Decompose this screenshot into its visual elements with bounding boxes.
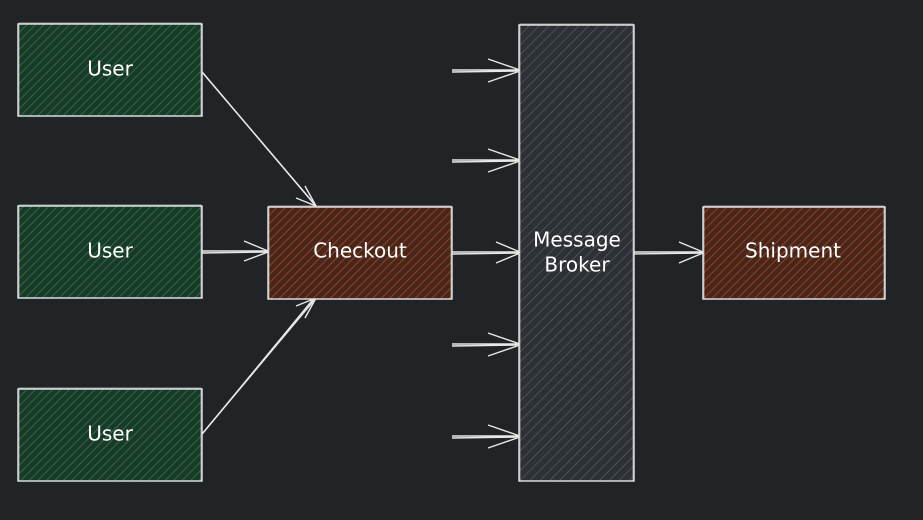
broker-label-line1: Message [533,228,621,252]
shipment-label: Shipment [745,239,841,263]
user-node-3[interactable]: User [17,387,203,482]
user-node-1[interactable]: User [17,22,203,117]
connector-user1-checkout [201,71,317,207]
broker-label-line2: Broker [544,253,610,277]
checkout-node[interactable]: Checkout [267,205,453,300]
user-label: User [87,422,133,446]
user-node-2[interactable]: User [17,204,203,299]
inbound-arrows [451,58,521,449]
connector-user3-checkout [201,296,317,435]
connector-broker-shipment [633,241,704,264]
checkout-label: Checkout [313,239,407,263]
connector-checkout-broker [451,241,521,264]
connector-user2-checkout [201,240,269,262]
message-broker-node[interactable]: Message Broker [518,23,635,482]
shipment-node[interactable]: Shipment [702,205,886,300]
user-label: User [87,57,133,81]
user-label: User [87,239,133,263]
